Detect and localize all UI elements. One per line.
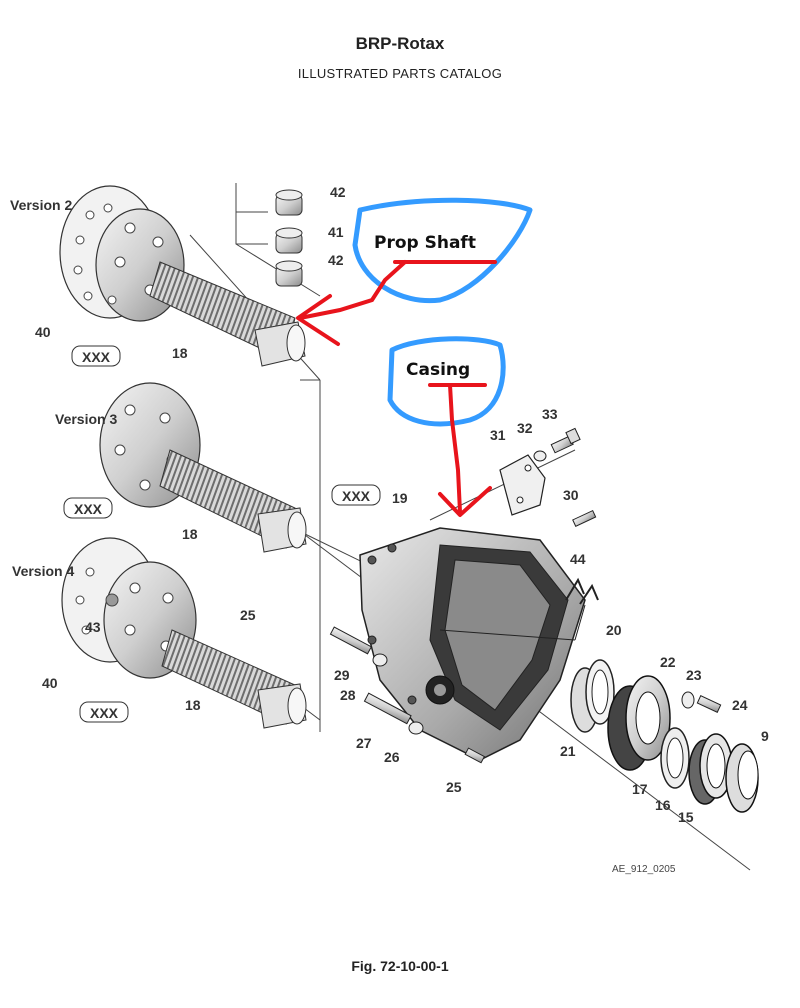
stud-42-bottom [275,260,303,287]
dowel-pin-30 [572,509,597,527]
part-42-top-label: 42 [330,184,346,200]
part-42-bottom-label: 42 [328,252,344,268]
prop-shaft-version-2 [59,185,306,367]
part-25-v4-label: 25 [240,607,256,623]
bolt-27 [363,692,424,735]
screw-24 [696,695,722,713]
stud-41 [275,227,303,254]
xxx-box-v3: XXX [63,497,113,519]
part-40-v2-label: 40 [35,324,51,340]
part-31-label: 31 [490,427,506,443]
washer-23 [681,691,695,709]
part-19-label: 19 [392,490,408,506]
part-18-v3-label: 18 [182,526,198,542]
cover-plate [499,454,546,516]
figure-caption: Fig. 72-10-00-1 [351,958,449,974]
part-33-label: 33 [542,406,558,422]
svg-text:XXX: XXX [74,501,103,517]
part-32-label: 32 [517,420,533,436]
part-9-label: 9 [761,728,769,744]
part-27-label: 27 [356,735,372,751]
part-15-label: 15 [678,809,694,825]
ring-16-15 [688,733,733,805]
bolt-33 [550,427,581,454]
catalog-subtitle: ILLUSTRATED PARTS CATALOG [297,66,503,81]
part-22-label: 22 [660,654,676,670]
part-24-label: 24 [732,697,748,713]
clip-44 [439,577,599,641]
prop-shaft-annotation: Prop Shaft [296,197,533,346]
prop-shaft-version-3 [99,382,307,553]
version-4-label: Version 4 [12,563,74,579]
xxx-box-casing: XXX [331,484,381,506]
casing-annotation: Casing [387,336,506,517]
xxx-box-v4: XXX [79,701,129,723]
part-44-label: 44 [570,551,586,567]
svg-text:XXX: XXX [82,349,111,365]
part-number-labels: 42 41 42 40 18 18 43 25 40 18 33 32 31 3… [35,184,769,825]
part-40-v4-label: 40 [42,675,58,691]
bearing-22 [607,675,671,771]
bolt-29 [329,626,388,667]
part-23-label: 23 [686,667,702,683]
plate-guide-line [429,449,576,521]
version-3-label: Version 3 [55,411,117,427]
part-17-label: 17 [632,781,648,797]
part-28-label: 28 [340,687,356,703]
part-16-label: 16 [655,797,671,813]
part-25-label: 25 [446,779,462,795]
seal-9 [725,743,759,813]
part-21-label: 21 [560,743,576,759]
svg-text:XXX: XXX [90,705,119,721]
part-18-v2-label: 18 [172,345,188,361]
drawing-code: AE_912_0205 [612,864,676,875]
gearbox-casing [359,527,586,761]
stud-42-top [275,189,303,216]
svg-text:XXX: XXX [342,488,371,504]
catalog-brand-title: BRP-Rotax [355,34,445,53]
casing-label: Casing [406,360,470,380]
part-43-label: 43 [85,619,101,635]
part-30-label: 30 [563,487,579,503]
part-26-label: 26 [384,749,400,765]
part-20-label: 20 [606,622,622,638]
part-29-label: 29 [334,667,350,683]
pin-25 [464,747,486,764]
seal-ring-21 [570,659,615,733]
prop-shaft-version-4 [61,537,307,729]
part-18-v4-label: 18 [185,697,201,713]
xxx-box-v2: XXX [71,345,121,367]
part-41-label: 41 [328,224,344,240]
prop-shaft-label: Prop Shaft [374,233,476,253]
washer-32 [533,450,547,462]
version-2-label: Version 2 [10,197,72,213]
ring-17 [660,727,690,789]
